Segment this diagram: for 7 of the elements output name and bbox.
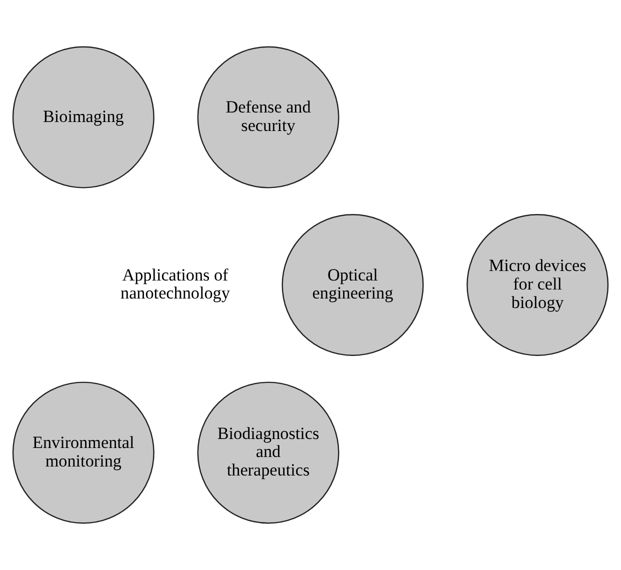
node-circle: Micro devices for cell biology — [466, 214, 609, 356]
label: Applications of nanotechnology — [120, 265, 230, 303]
node-circle: Bioimaging — [12, 46, 154, 188]
node-circle: Biodiagnostics and therapeutics — [197, 382, 340, 524]
node-circle: Defense and security — [197, 46, 340, 188]
node-circle: Optical engineering — [282, 214, 424, 356]
node-circle: Environmental monitoring — [12, 382, 154, 524]
